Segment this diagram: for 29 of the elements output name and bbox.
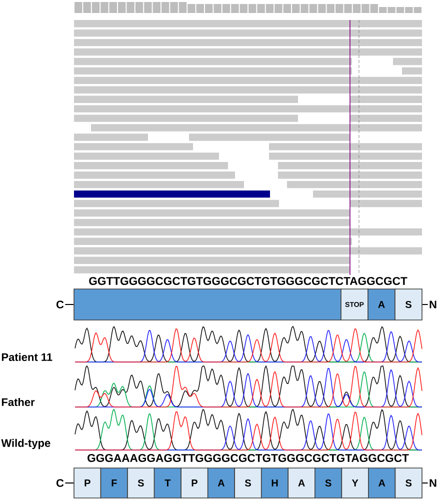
sample-label: Father (2, 398, 35, 406)
amino-acid-box: P (180, 468, 208, 498)
connector-line (422, 304, 428, 305)
amino-acid-box: S (394, 288, 422, 320)
terminus-label: C (56, 300, 64, 308)
terminus-label: N (430, 300, 436, 308)
amino-acid-box: T (154, 468, 182, 498)
amino-acid-box: F (100, 468, 128, 498)
amino-acid-box: S (394, 468, 422, 498)
protein-bar (74, 288, 342, 320)
sequence-text: GGGAAAGGAGGTTGGGGCGCTGTGGGCGCTGTAGGCGCT (88, 454, 409, 462)
amino-acid-box: S (127, 468, 155, 498)
amino-acid-box: S (234, 468, 262, 498)
sample-label: Patient 11 (2, 352, 52, 362)
amino-acid-box: H (260, 468, 289, 498)
connector-line (64, 482, 74, 484)
amino-acid-box: A (288, 468, 316, 498)
connector-line (422, 482, 428, 484)
amino-acid-box: P (74, 468, 102, 498)
terminus-label: C (56, 479, 64, 487)
terminus-label: N (430, 479, 436, 487)
sequence-text: GGTTGGGGCGCTGTGGGCGCTGTGGGCGCTCTAGGCGCT (89, 277, 408, 285)
sample-label: Wild-type (1, 438, 50, 450)
amino-acid-box: Y (341, 468, 369, 498)
amino-acid-box: A (207, 468, 236, 498)
connector-line (64, 304, 74, 305)
amino-acid-box: A (368, 468, 396, 498)
amino-acid-box: S (314, 468, 342, 498)
amino-acid-box: A (368, 288, 396, 320)
